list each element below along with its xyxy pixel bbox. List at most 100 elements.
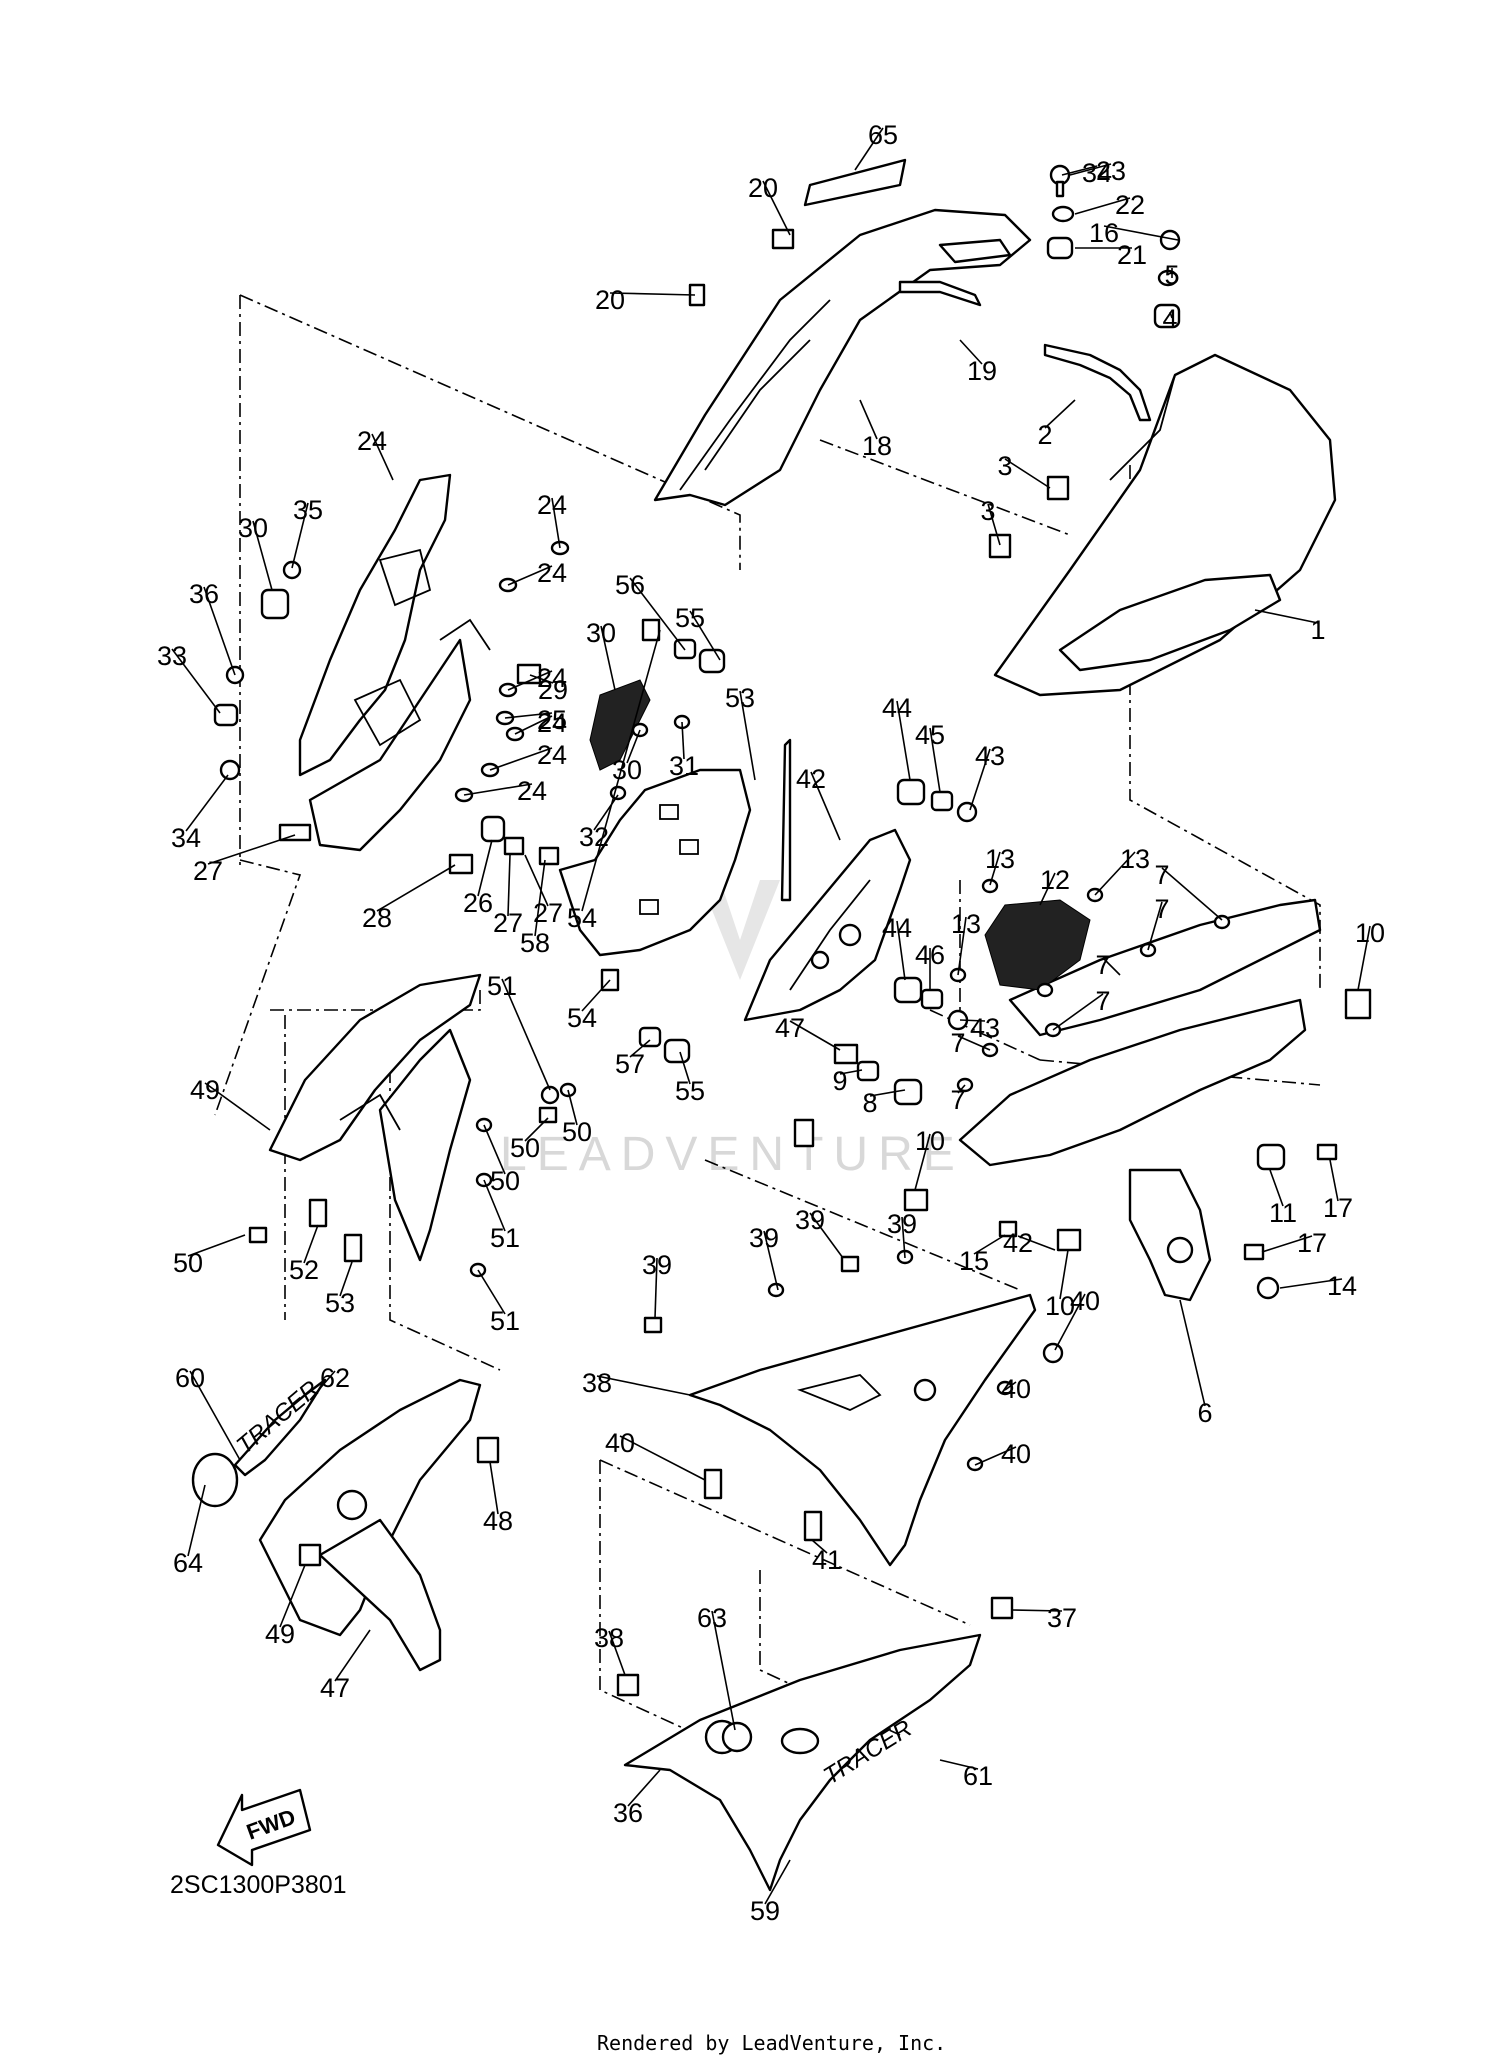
grille-part-12	[984, 899, 1091, 991]
callout-leader-24	[463, 783, 533, 796]
callout-leader-52	[303, 1224, 319, 1264]
callout-label-17: 17	[1323, 1193, 1353, 1223]
callout-label-13: 13	[951, 909, 981, 939]
callout-label-51: 51	[490, 1223, 520, 1253]
callout-label-36: 36	[613, 1798, 643, 1828]
callout-leader-3	[987, 503, 1001, 546]
callout-label-47: 47	[775, 1013, 805, 1043]
callout-label-24: 24	[537, 490, 567, 520]
callout-label-9: 9	[832, 1066, 847, 1096]
callout-leader-13	[957, 916, 967, 976]
callout-leader-16	[1103, 225, 1179, 241]
side-cover-part-35: TRACER	[623, 1633, 982, 1892]
callout-label-3: 3	[980, 496, 995, 526]
decal-part-58	[233, 1378, 327, 1477]
callout-label-58: 58	[520, 928, 550, 958]
callout-leader-38	[608, 1630, 626, 1676]
callout-leader-17	[1329, 1159, 1339, 1202]
callout-leader-40	[1054, 1293, 1086, 1351]
watermark: LEADVENTURE	[500, 880, 955, 1181]
fwd-arrow: FWD	[216, 1788, 312, 1867]
callout-leader-39	[901, 1216, 906, 1259]
callout-label-22: 22	[1115, 190, 1145, 220]
callout-leader-61	[939, 1759, 979, 1770]
callout-label-25: 25	[537, 705, 567, 735]
callout-label-43: 43	[970, 1013, 1000, 1043]
callout-leader-26	[477, 839, 493, 897]
stay-bracket-part-23	[298, 473, 491, 852]
callout-label-38: 38	[582, 1368, 612, 1398]
callout-leader-30	[252, 520, 273, 591]
callout-leader-13	[1094, 851, 1136, 896]
callout-label-39: 39	[795, 1205, 825, 1235]
callout-leader-50	[567, 1089, 578, 1126]
callout-label-24: 24	[537, 558, 567, 588]
callout-label-43: 43	[975, 741, 1005, 771]
callout-leader-24	[371, 433, 394, 481]
callout-label-51: 51	[490, 1306, 520, 1336]
callout-label-44: 44	[882, 913, 912, 943]
callout-label-50: 50	[173, 1248, 203, 1278]
callout-leader-11	[1269, 1169, 1284, 1207]
callout-leader-50	[483, 1124, 506, 1175]
callout-label-24: 24	[537, 663, 567, 693]
callout-label-62: 62	[320, 1363, 350, 1393]
callout-label-64: 64	[173, 1548, 203, 1578]
callout-leader-8	[869, 1089, 906, 1097]
callout-leader-7	[957, 1084, 966, 1094]
callout-leader-62	[309, 1370, 336, 1401]
callout-label-24: 24	[537, 708, 567, 738]
callout-leader-24	[507, 670, 553, 691]
callout-label-32: 32	[579, 822, 609, 852]
callout-label-49: 49	[190, 1075, 220, 1105]
callout-leader-7	[1147, 901, 1163, 951]
callout-label-61: 61	[963, 1761, 993, 1791]
callout-label-53: 53	[325, 1288, 355, 1318]
callout-leader-33	[171, 648, 221, 714]
callout-leader-39	[763, 1230, 779, 1291]
emblem-part-62	[191, 1452, 239, 1508]
callout-label-27: 27	[193, 856, 223, 886]
callout-label-13: 13	[985, 844, 1015, 874]
callout-leader-49	[204, 1082, 271, 1131]
callout-label-27: 27	[493, 908, 523, 938]
callout-label-10: 10	[1045, 1291, 1075, 1321]
callout-label-14: 14	[1327, 1271, 1357, 1301]
callout-label-10: 10	[915, 1126, 945, 1156]
callout-leader-32	[593, 794, 619, 831]
callout-leader-47	[334, 1629, 371, 1682]
callout-label-24: 24	[357, 426, 387, 456]
callout-leader-23	[1069, 163, 1112, 176]
callout-leader-28	[376, 864, 456, 912]
callout-leader-47	[789, 1020, 841, 1051]
callout-leader-14	[1279, 1278, 1343, 1289]
callout-label-47: 47	[320, 1673, 350, 1703]
callout-label-26: 26	[463, 888, 493, 918]
callout-leader-34	[1061, 165, 1098, 176]
callout-label-16: 16	[1089, 218, 1119, 248]
callout-label-31: 31	[669, 751, 699, 781]
callout-label-53: 53	[725, 683, 755, 713]
callout-label-30: 30	[612, 755, 642, 785]
callout-label-54: 54	[567, 1003, 597, 1033]
callout-label-12: 12	[1040, 865, 1070, 895]
callout-leader-20	[609, 292, 696, 296]
callout-label-24: 24	[517, 776, 547, 806]
callout-label-63: 63	[697, 1603, 727, 1633]
callout-label-39: 39	[642, 1250, 672, 1280]
callout-label-39: 39	[749, 1223, 779, 1253]
callout-leader-35	[291, 502, 309, 569]
callout-leader-51	[477, 1269, 506, 1315]
callout-label-2: 2	[1037, 420, 1052, 450]
callout-label-57: 57	[615, 1049, 645, 1079]
callout-label-6: 6	[1197, 1398, 1212, 1428]
callout-leader-44	[896, 700, 911, 781]
meter-bracket-part-41	[743, 828, 912, 1022]
callout-leader-31	[681, 721, 685, 760]
callout-label-20: 20	[595, 285, 625, 315]
callout-leader-36	[203, 586, 236, 676]
callout-leader-19	[959, 339, 983, 365]
callout-leader-51	[483, 1179, 506, 1232]
